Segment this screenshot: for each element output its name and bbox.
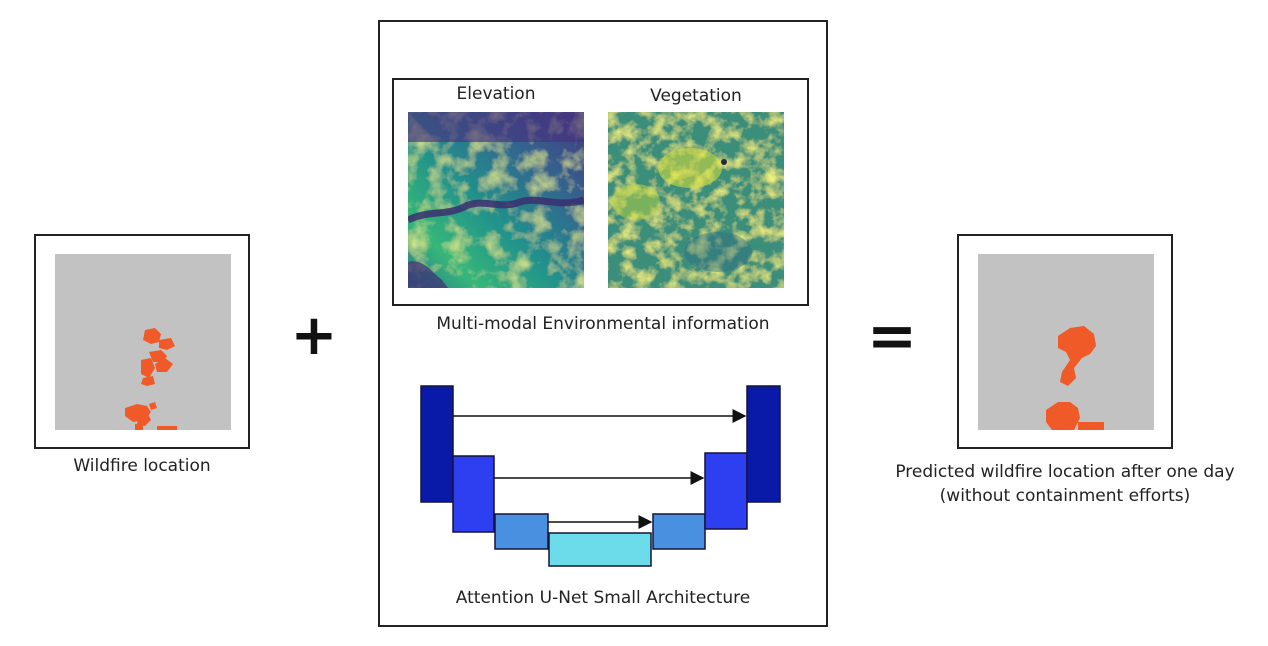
vegetation-map-image [608,112,784,288]
vegetation-title: Vegetation [650,86,742,106]
environmental-info-caption: Multi-modal Environmental information [436,314,770,334]
wildfire-location-frame [34,234,250,449]
predicted-location-caption-line2: (without containment efforts) [939,486,1191,506]
predicted-fire-patches [1046,326,1104,430]
decoder-block-2 [704,452,748,530]
equals-operator: = [866,301,918,371]
predicted-location-frame [957,234,1173,449]
wildfire-location-caption: Wildfire location [73,456,211,476]
decoder-block-1 [746,385,781,503]
unet-diagram [392,376,812,576]
encoder-block-2 [452,455,495,533]
wildfire-location-mask [55,254,231,430]
decoder-block-3 [652,513,706,550]
predicted-location-caption-line1: Predicted wildfire location after one da… [895,462,1235,482]
plus-operator: + [290,303,338,368]
unet-caption: Attention U-Net Small Architecture [455,588,751,608]
encoder-block-1 [420,385,454,503]
predicted-location-mask [978,254,1154,430]
elevation-title: Elevation [456,84,536,104]
bottleneck-block [548,532,652,567]
wildfire-fire-patches [125,328,177,430]
encoder-block-3 [494,513,549,550]
elevation-map-image [408,112,584,288]
